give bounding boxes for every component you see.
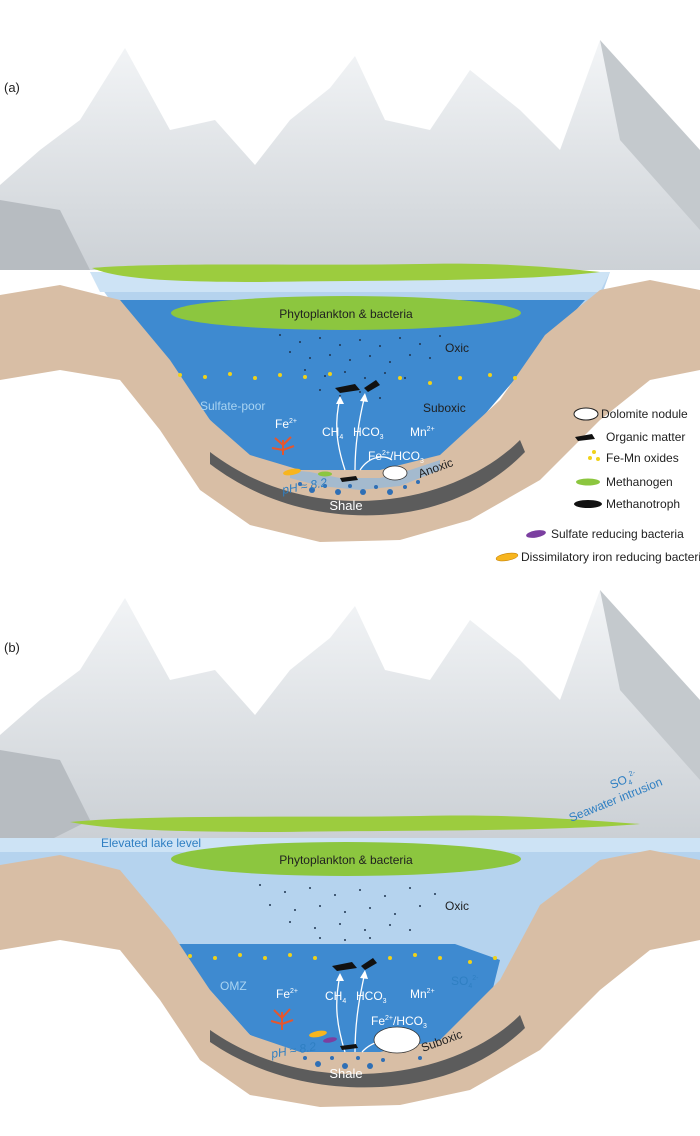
- hco3-label-b: HCO3: [356, 989, 387, 1005]
- srb-b: [323, 1037, 337, 1043]
- mountain-shadow-right-a: [600, 40, 700, 230]
- arrowheads-b: [336, 970, 368, 981]
- femn-oxides-b: [188, 953, 497, 964]
- legend-methanotroph-swatch: [574, 500, 602, 508]
- so4-top-label-b: SO42-: [608, 768, 640, 793]
- dirb-a: [283, 468, 301, 476]
- phytoplankton-b: [171, 842, 521, 876]
- phytoplankton-label-a: Phytoplankton & bacteria: [279, 307, 413, 321]
- so4-label-b: SO42-: [451, 974, 479, 990]
- fe-hco3-label-a: Fe2+/HCO3: [368, 449, 424, 465]
- sediment-b: [0, 850, 700, 1107]
- elevated-lake-label-b: Elevated lake level: [101, 836, 201, 850]
- omz-label-b: OMZ: [220, 979, 247, 993]
- mountain-range-b: [0, 590, 700, 850]
- legend-dirb-label: Dissimilatory iron reducing bacteria: [521, 550, 700, 564]
- legend-srb-label: Sulfate reducing bacteria: [551, 527, 684, 541]
- bubbles-a: [298, 480, 420, 495]
- shale-layer-b: [210, 1015, 525, 1088]
- hco3-label-a: HCO3: [353, 425, 384, 441]
- sediment-pore-a: [290, 460, 440, 490]
- legend-organic-swatch: [575, 434, 595, 441]
- panel-a-label: (a): [4, 80, 20, 95]
- sediment-a: [0, 280, 700, 542]
- oxic-label-a: Oxic: [445, 341, 469, 355]
- panel-b-mountains: [0, 590, 700, 850]
- dirb-b: [309, 1030, 327, 1038]
- phytoplankton-a: [171, 296, 521, 330]
- ch4-label-a: CH4: [322, 425, 343, 441]
- panel-a-mountains: [0, 40, 700, 290]
- legend-methanogen-swatch: [576, 478, 600, 486]
- lake-deep-b: [170, 944, 500, 1055]
- legend-methanotroph-label: Methanotroph: [606, 497, 680, 511]
- legend: Dolomite nodule Organic matter Fe-Mn oxi…: [495, 407, 700, 564]
- arrowheads-a: [336, 393, 368, 404]
- red-organism-a: [271, 436, 295, 455]
- legend-dolomite-label: Dolomite nodule: [601, 407, 688, 421]
- legend-methanogen-label: Methanogen: [606, 475, 673, 489]
- mn-label-a: Mn2+: [410, 425, 435, 439]
- oxic-label-b: Oxic: [445, 899, 469, 913]
- sulfate-poor-label-a: Sulfate-poor: [200, 399, 265, 413]
- sinking-particles-a: [279, 334, 441, 399]
- shale-label-a: Shale: [329, 498, 362, 513]
- mountain-shadow-left-b: [0, 750, 90, 845]
- mountain-shadow-right-b: [600, 590, 700, 780]
- fe-label-a: Fe2+: [275, 417, 297, 431]
- legend-dirb-swatch: [495, 552, 519, 562]
- suboxic-label-a: Suboxic: [423, 401, 466, 415]
- panel-a: (a) Phytoplankton & bacteria Oxic: [0, 40, 700, 542]
- legend-femn-swatch: [588, 450, 600, 461]
- fe-hco3-label-b: Fe2+/HCO3: [371, 1014, 427, 1030]
- methanogen-a: [318, 471, 332, 477]
- surface-vegetation-a: [92, 263, 600, 282]
- legend-femn-label: Fe-Mn oxides: [606, 451, 679, 465]
- organic-matter-a2: [364, 380, 380, 392]
- dolomite-nodule-b: [373, 1026, 421, 1054]
- mountain-range-a: [0, 40, 700, 290]
- dolomite-nodule-a: [382, 465, 408, 481]
- mountain-shadow-left-a: [0, 200, 90, 290]
- legend-organic-label: Organic matter: [606, 430, 685, 444]
- femn-oxides-a: [178, 372, 517, 385]
- organic-matter-b1: [332, 962, 357, 971]
- phytoplankton-label-b: Phytoplankton & bacteria: [279, 853, 413, 867]
- mn-label-b: Mn2+: [410, 987, 435, 1001]
- legend-srb-swatch: [526, 530, 546, 538]
- fe-label-b: Fe2+: [276, 987, 298, 1001]
- organic-matter-a1: [335, 384, 360, 393]
- bubbles-b: [303, 1056, 422, 1069]
- panel-b-label: (b): [4, 640, 20, 655]
- shale-layer-a: [210, 440, 525, 516]
- organic-bottom-a: [340, 476, 358, 482]
- sinking-particles-b: [259, 884, 436, 941]
- organic-matter-b2: [361, 958, 377, 970]
- red-organism-b: [270, 1008, 294, 1030]
- organic-bottom-b: [340, 1044, 358, 1050]
- ch4-label-b: CH4: [325, 989, 346, 1005]
- panel-b: (b) Elevated lake level SO42- Seawater i…: [0, 590, 700, 1110]
- legend-dolomite-swatch: [573, 407, 599, 421]
- surface-vegetation-b: [70, 815, 640, 832]
- shale-label-b: Shale: [329, 1066, 362, 1081]
